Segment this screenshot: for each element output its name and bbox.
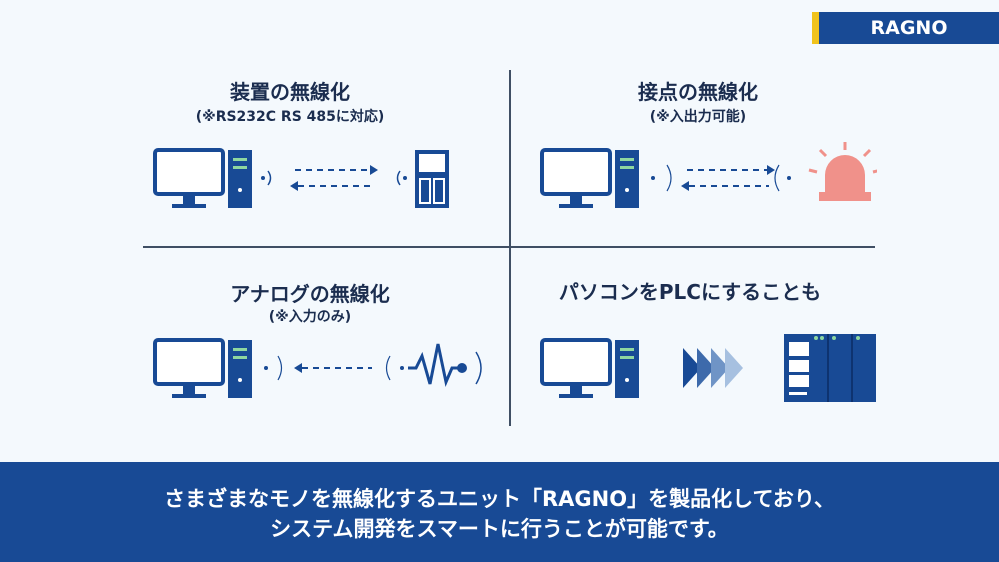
brand-badge: RAGNO <box>812 12 999 44</box>
wireless-signal-icon <box>475 351 482 385</box>
wireless-signal-icon <box>396 170 407 186</box>
footer-line-1: さまざまなモノを無線化するユニット「RAGNO」を製品化しており、 <box>164 487 835 511</box>
quadrant-title-device: 装置の無線化 <box>230 80 350 104</box>
chevron-arrows-icon <box>683 348 743 388</box>
pc-tower-icon <box>615 150 639 208</box>
pc-monitor-icon <box>153 338 225 398</box>
pc-tower-icon <box>615 340 639 398</box>
footer-line-2: システム開発をスマートに行うことが可能です。 <box>270 517 729 541</box>
footer-banner: さまざまなモノを無線化するユニット「RAGNO」を製品化しており、 システム開発… <box>0 462 999 562</box>
quadrant-subtitle-contact: (※入出力可能) <box>649 109 747 125</box>
analog-waveform-icon <box>408 343 467 387</box>
pc-tower-icon <box>228 340 252 398</box>
wireless-signal-icon <box>261 170 272 186</box>
vertical-divider <box>509 70 511 426</box>
alarm-light-icon <box>808 142 877 201</box>
quadrant-subtitle-analog: (※入力のみ) <box>268 309 352 325</box>
bidirectional-arrows-icon <box>290 165 378 191</box>
quadrant-subtitle-device: (※RS232C RS 485に対応) <box>195 109 385 125</box>
plc-unit-icon <box>784 334 876 402</box>
wireless-signal-icon <box>774 164 791 192</box>
receive-arrow-icon <box>294 363 372 373</box>
pc-monitor-icon <box>153 148 225 208</box>
bidirectional-arrows-icon <box>681 165 775 191</box>
device-wireless-diagram <box>153 148 449 208</box>
quadrant-title-contact: 接点の無線化 <box>638 80 758 104</box>
quadrant-title-pc-plc: パソコンをPLCにすることも <box>558 280 822 304</box>
pc-tower-icon <box>228 150 252 208</box>
horizontal-divider <box>143 246 875 248</box>
pc-monitor-icon <box>540 148 612 208</box>
pc-monitor-icon <box>540 338 612 398</box>
device-cabinet-icon <box>415 150 449 208</box>
contact-wireless-diagram <box>540 142 877 208</box>
analog-wireless-diagram <box>153 338 482 398</box>
wireless-signal-icon <box>651 164 672 192</box>
pc-to-plc-diagram <box>540 334 876 402</box>
wireless-signal-icon <box>264 355 283 381</box>
quadrant-title-analog: アナログの無線化 <box>230 282 390 306</box>
wireless-signal-icon <box>385 355 404 381</box>
